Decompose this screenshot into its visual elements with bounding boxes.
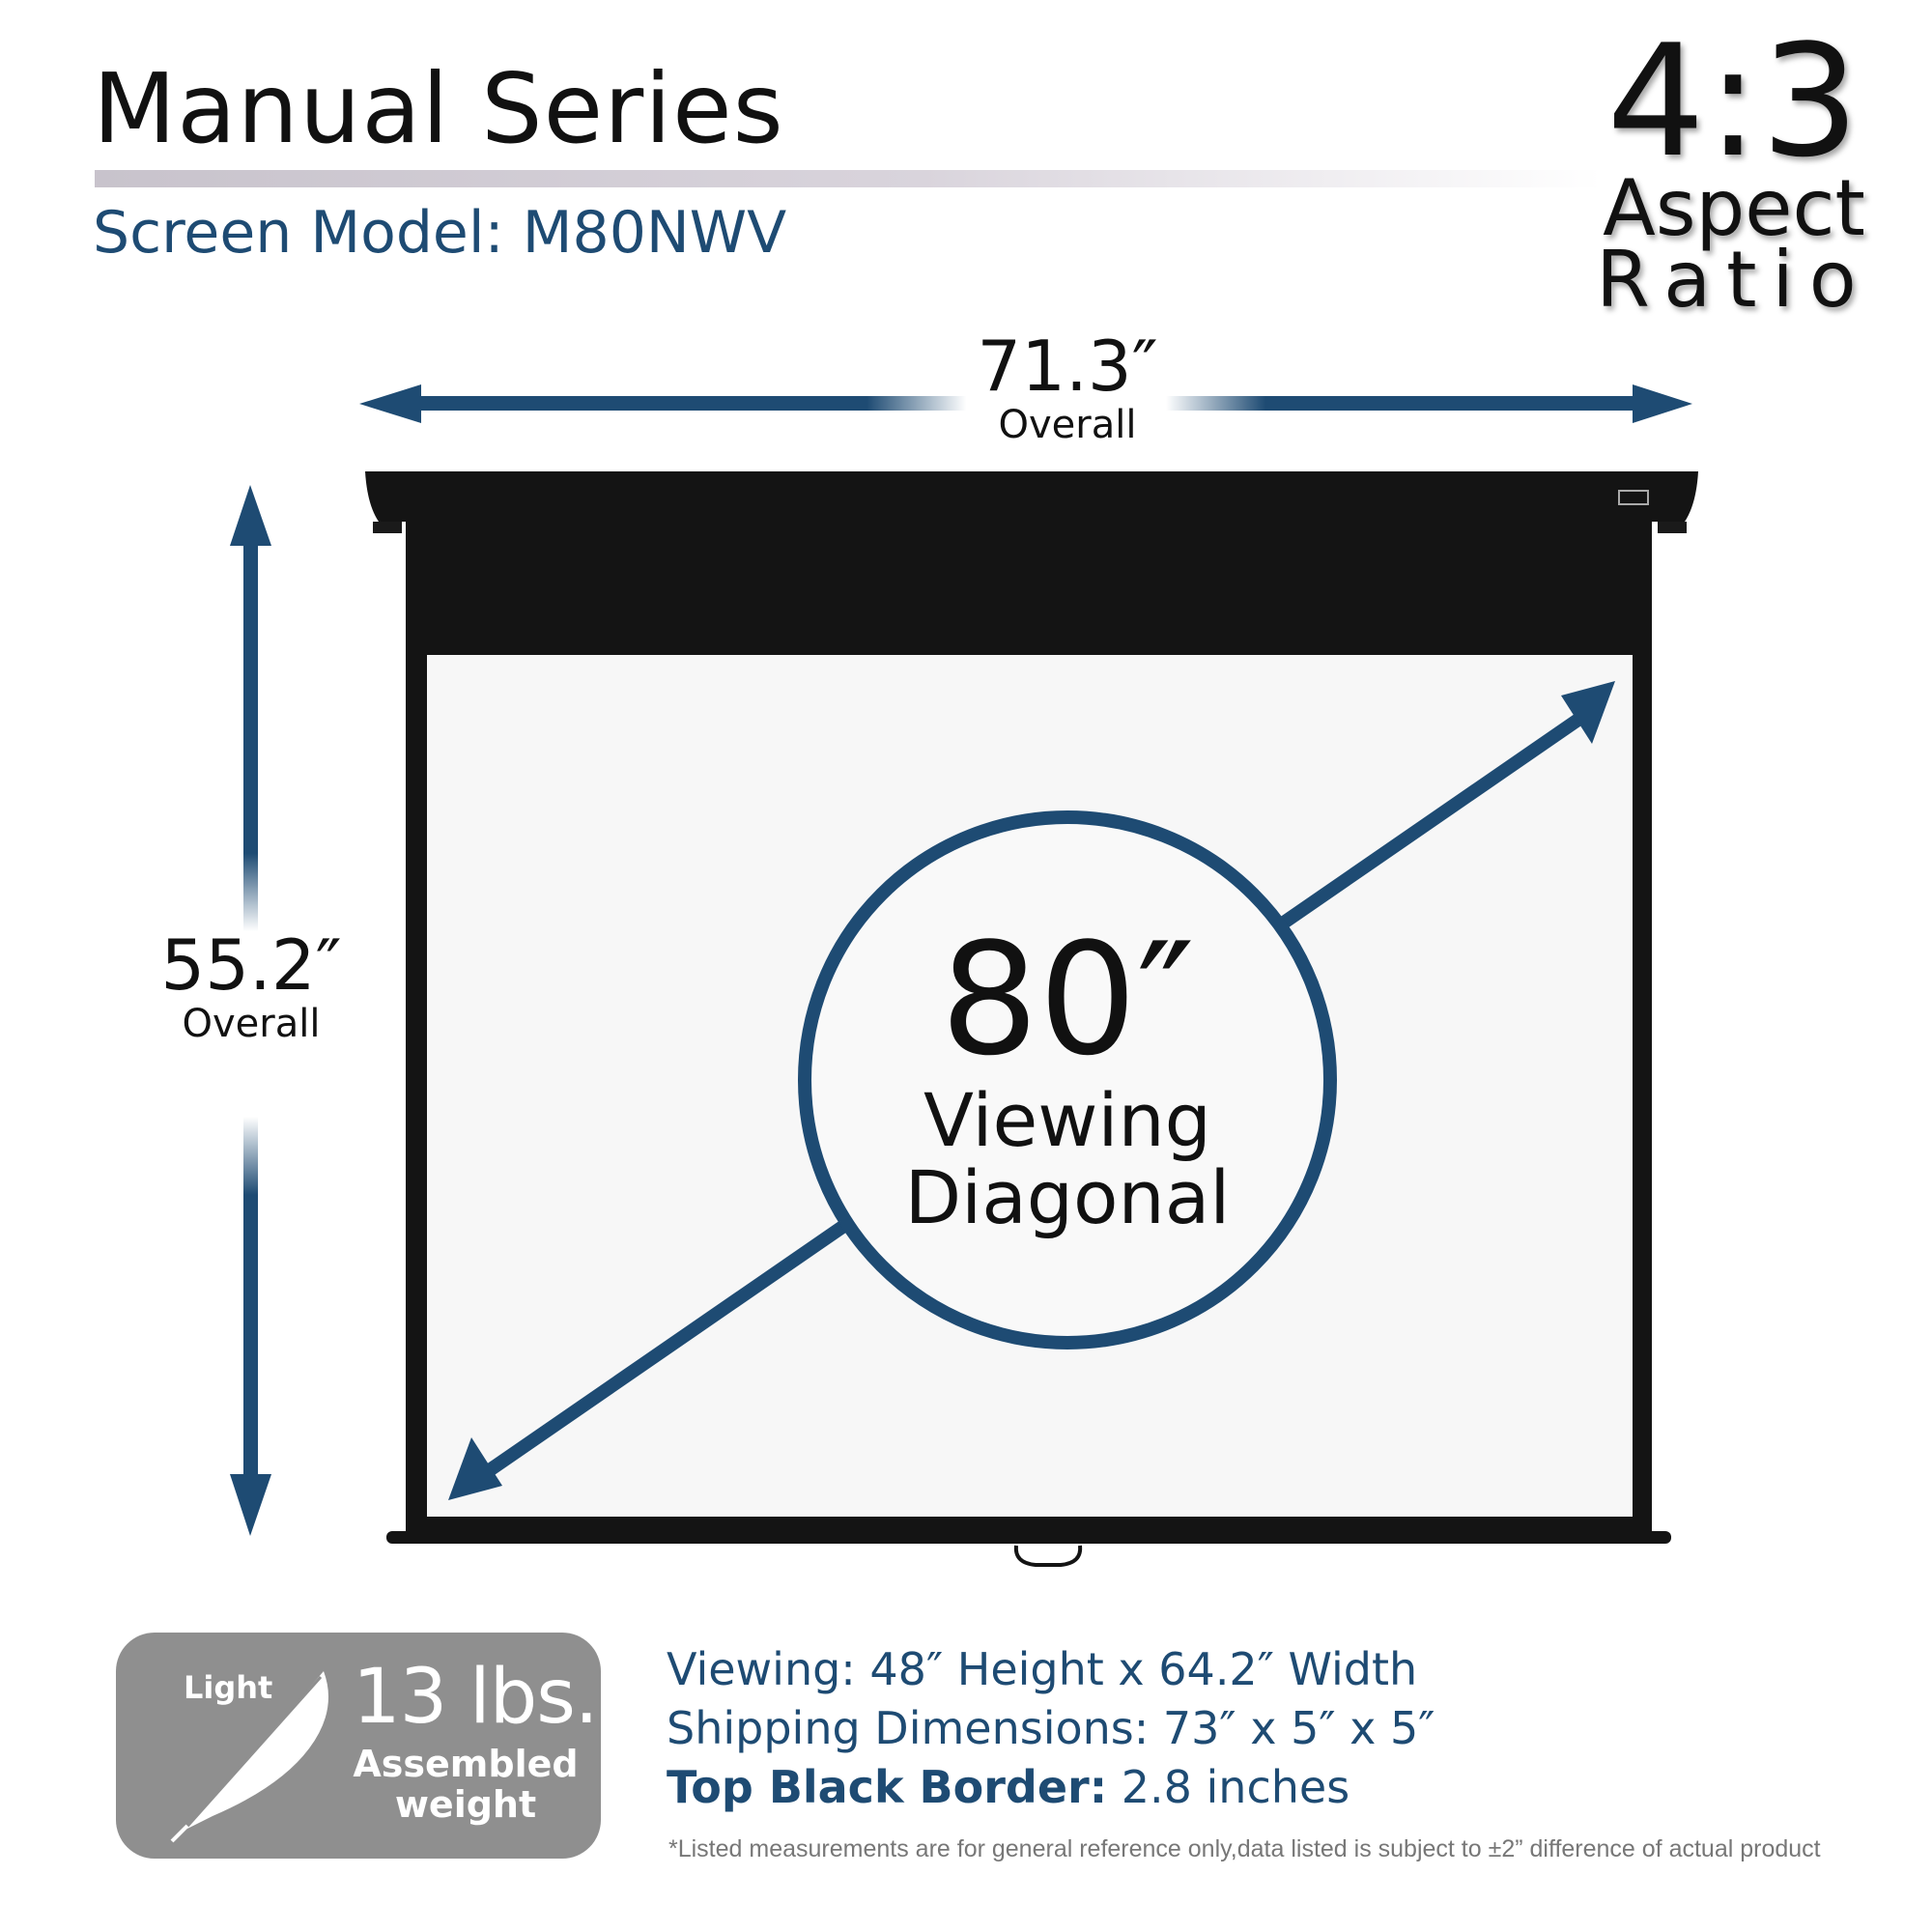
feather-icon <box>170 1671 328 1843</box>
weight-caption-line1: Assembled <box>353 1743 579 1785</box>
screen-model: Screen Model: M80NWV <box>93 199 787 267</box>
weight-caption: Assembled weight <box>340 1744 591 1825</box>
border-spec-value: 2.8 inches <box>1107 1761 1350 1813</box>
screen-bottom-bar[interactable] <box>386 1531 1671 1567</box>
diagonal-circle <box>798 810 1337 1350</box>
border-spec-label: Top Black Border: <box>667 1761 1108 1813</box>
aspect-word: Aspect <box>1603 163 1865 253</box>
width-dimension: 71.3″ Overall <box>927 328 1208 446</box>
diagonal-label-line1: Viewing <box>923 1077 1211 1163</box>
title-underline <box>95 170 1602 187</box>
spec-list: Viewing: 48″ Height x 64.2″ Width Shippi… <box>667 1640 1435 1817</box>
width-label: Overall <box>998 403 1137 447</box>
width-value: 71.3″ <box>977 326 1158 407</box>
aspect-ratio-value: 4:3 <box>1606 11 1861 191</box>
diagonal-label-line2: Diagonal <box>904 1154 1231 1240</box>
height-dimension: 55.2″ Overall <box>135 927 367 1045</box>
height-arrow <box>230 485 271 1536</box>
ratio-word: Ratio <box>1596 235 1872 325</box>
diagonal-value: 80″ <box>940 909 1195 1090</box>
weight-value: 13 lbs. <box>353 1654 599 1741</box>
shipping-spec: Shipping Dimensions: 73″ x 5″ x 5″ <box>667 1702 1435 1754</box>
diagonal-label: 80″ Viewing Diagonal <box>850 918 1285 1236</box>
border-spec: Top Black Border: 2.8 inches <box>667 1758 1435 1817</box>
height-label: Overall <box>182 1002 321 1046</box>
width-arrow <box>359 384 1692 423</box>
weight-caption-line2: weight <box>394 1783 537 1826</box>
pull-handle-icon <box>1013 1545 1083 1567</box>
disclaimer: *Listed measurements are for general ref… <box>668 1835 1821 1862</box>
page-title: Manual Series <box>93 52 784 165</box>
logo-icon <box>1618 490 1649 505</box>
aspect-ratio-badge: 4:3 Aspect Ratio <box>1594 11 1874 325</box>
height-value: 55.2″ <box>160 924 342 1006</box>
weight-badge: Light 13 lbs. Assembled weight <box>116 1633 601 1859</box>
viewing-spec: Viewing: 48″ Height x 64.2″ Width <box>667 1643 1418 1695</box>
light-label: Light <box>184 1669 273 1706</box>
